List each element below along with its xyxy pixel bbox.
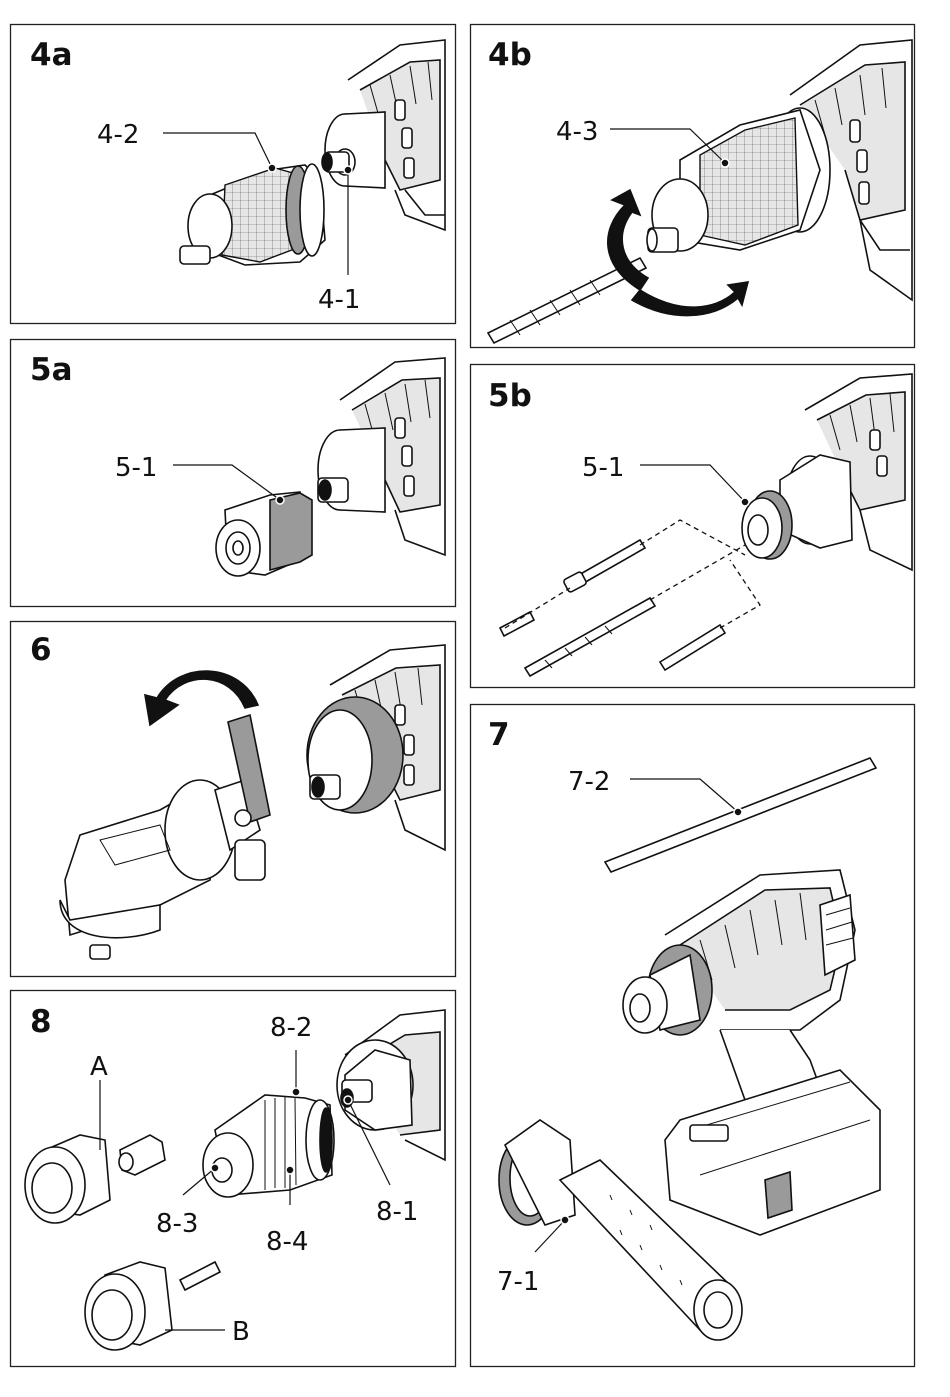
label-4-2: 4-2 [97,120,139,150]
panel-title: 5a [30,352,73,388]
panel-4b: 4b 4-3 [471,25,915,348]
panel-title: 6 [30,632,52,668]
label-5-1: 5-1 [582,453,624,483]
label-a: A [90,1052,108,1082]
label-8-1: 8-1 [376,1197,418,1227]
label-8-3: 8-3 [156,1209,198,1239]
panel-4a: 4a 4-2 4-1 [11,25,456,324]
panel-5a: 5a 5-1 [11,340,456,607]
panel-6: 6 [11,622,456,977]
label-7-1: 7-1 [497,1267,539,1297]
panel-title: 5b [488,378,532,414]
panel-title: 8 [30,1004,52,1040]
panel-8: 8 A [11,991,456,1367]
panel-5b: 5b 5-1 [471,365,915,688]
panel-title: 4b [488,37,532,73]
label-5-1: 5-1 [115,453,157,483]
label-4-3: 4-3 [556,117,598,147]
label-4-1: 4-1 [318,285,360,315]
label-b: B [232,1317,250,1347]
panel-title: 7 [488,717,510,753]
panel-7: 7 7-2 [471,705,915,1367]
label-8-2: 8-2 [270,1013,312,1043]
label-7-2: 7-2 [568,767,610,797]
label-8-4: 8-4 [266,1227,308,1257]
panel-title: 4a [30,37,73,73]
